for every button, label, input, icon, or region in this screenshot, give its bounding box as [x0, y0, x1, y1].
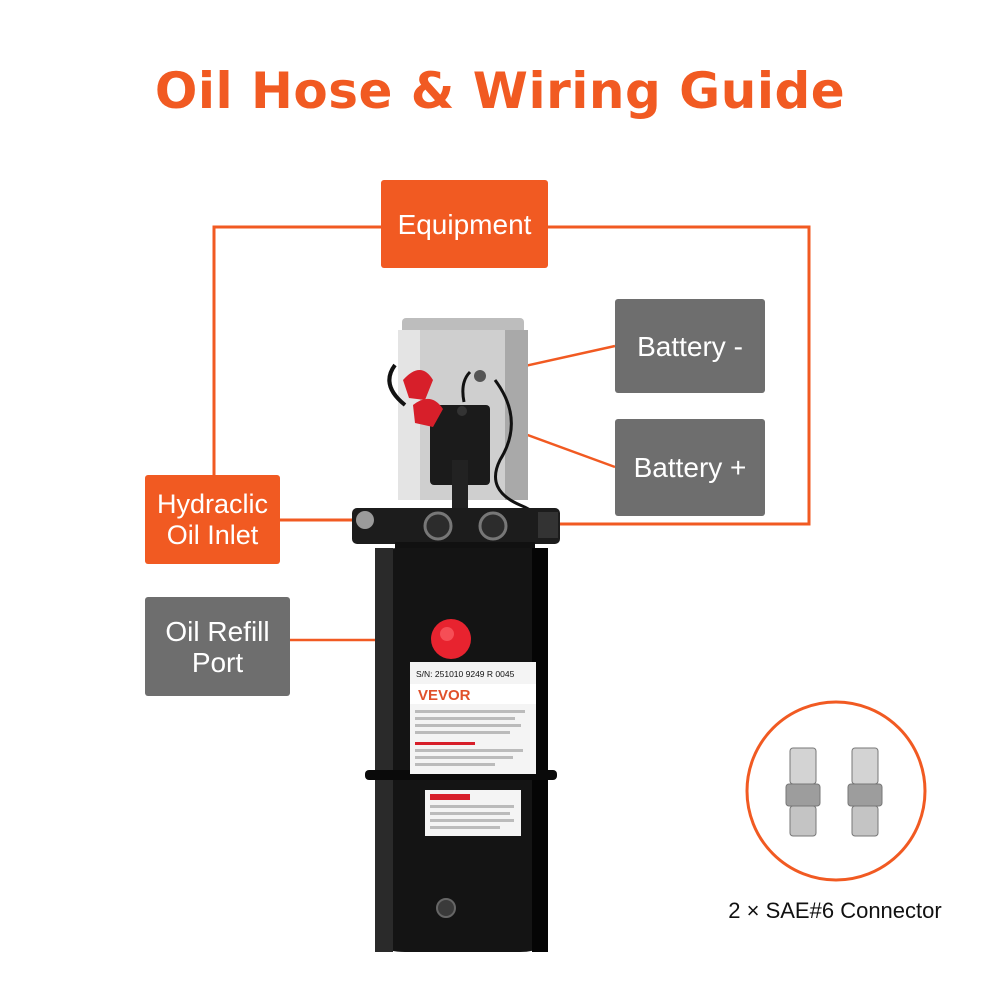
- battery-negative-label-text: Battery -: [637, 330, 743, 362]
- drain-plug: [436, 898, 456, 918]
- tank-sticker: S/N: 251010 9249 R 0045 VEVOR: [410, 662, 536, 836]
- sae6-connector-right: [847, 747, 883, 837]
- oil-refill-line1: Oil Refill: [165, 615, 270, 647]
- serial-number: S/N: 251010 9249 R 0045: [416, 669, 515, 679]
- oil-refill-line2: Port: [191, 646, 244, 678]
- terminal-cap-bottom: [413, 398, 443, 427]
- hydraulic-inlet-line1: Hydraclic: [156, 488, 269, 519]
- equipment-label-text: Equipment: [397, 208, 532, 240]
- hydraulic-oil-inlet-label: Hydraclic Oil Inlet: [145, 475, 280, 564]
- valve-block: [352, 508, 560, 544]
- battery-negative-label: Battery -: [615, 299, 765, 393]
- hydraulic-inlet-line2: Oil Inlet: [166, 519, 259, 550]
- oil-refill-port-label: Oil Refill Port: [145, 597, 290, 696]
- battery-positive-label: Battery +: [615, 419, 765, 516]
- solenoid: [430, 405, 490, 485]
- connector-caption: 2 × SAE#6 Connector: [728, 898, 942, 923]
- brand-logo: VEVOR: [418, 687, 471, 704]
- equipment-connection-lines: [212, 225, 811, 526]
- equipment-label: Equipment: [381, 180, 548, 268]
- connector-inset: [745, 700, 927, 882]
- terminal-cap-top: [403, 370, 433, 400]
- battery-positive-label-text: Battery +: [633, 452, 747, 483]
- page-title: Oil Hose & Wiring Guide: [154, 62, 846, 120]
- sae6-connector-left: [785, 747, 821, 837]
- hydraulic-pump-unit: [352, 318, 560, 552]
